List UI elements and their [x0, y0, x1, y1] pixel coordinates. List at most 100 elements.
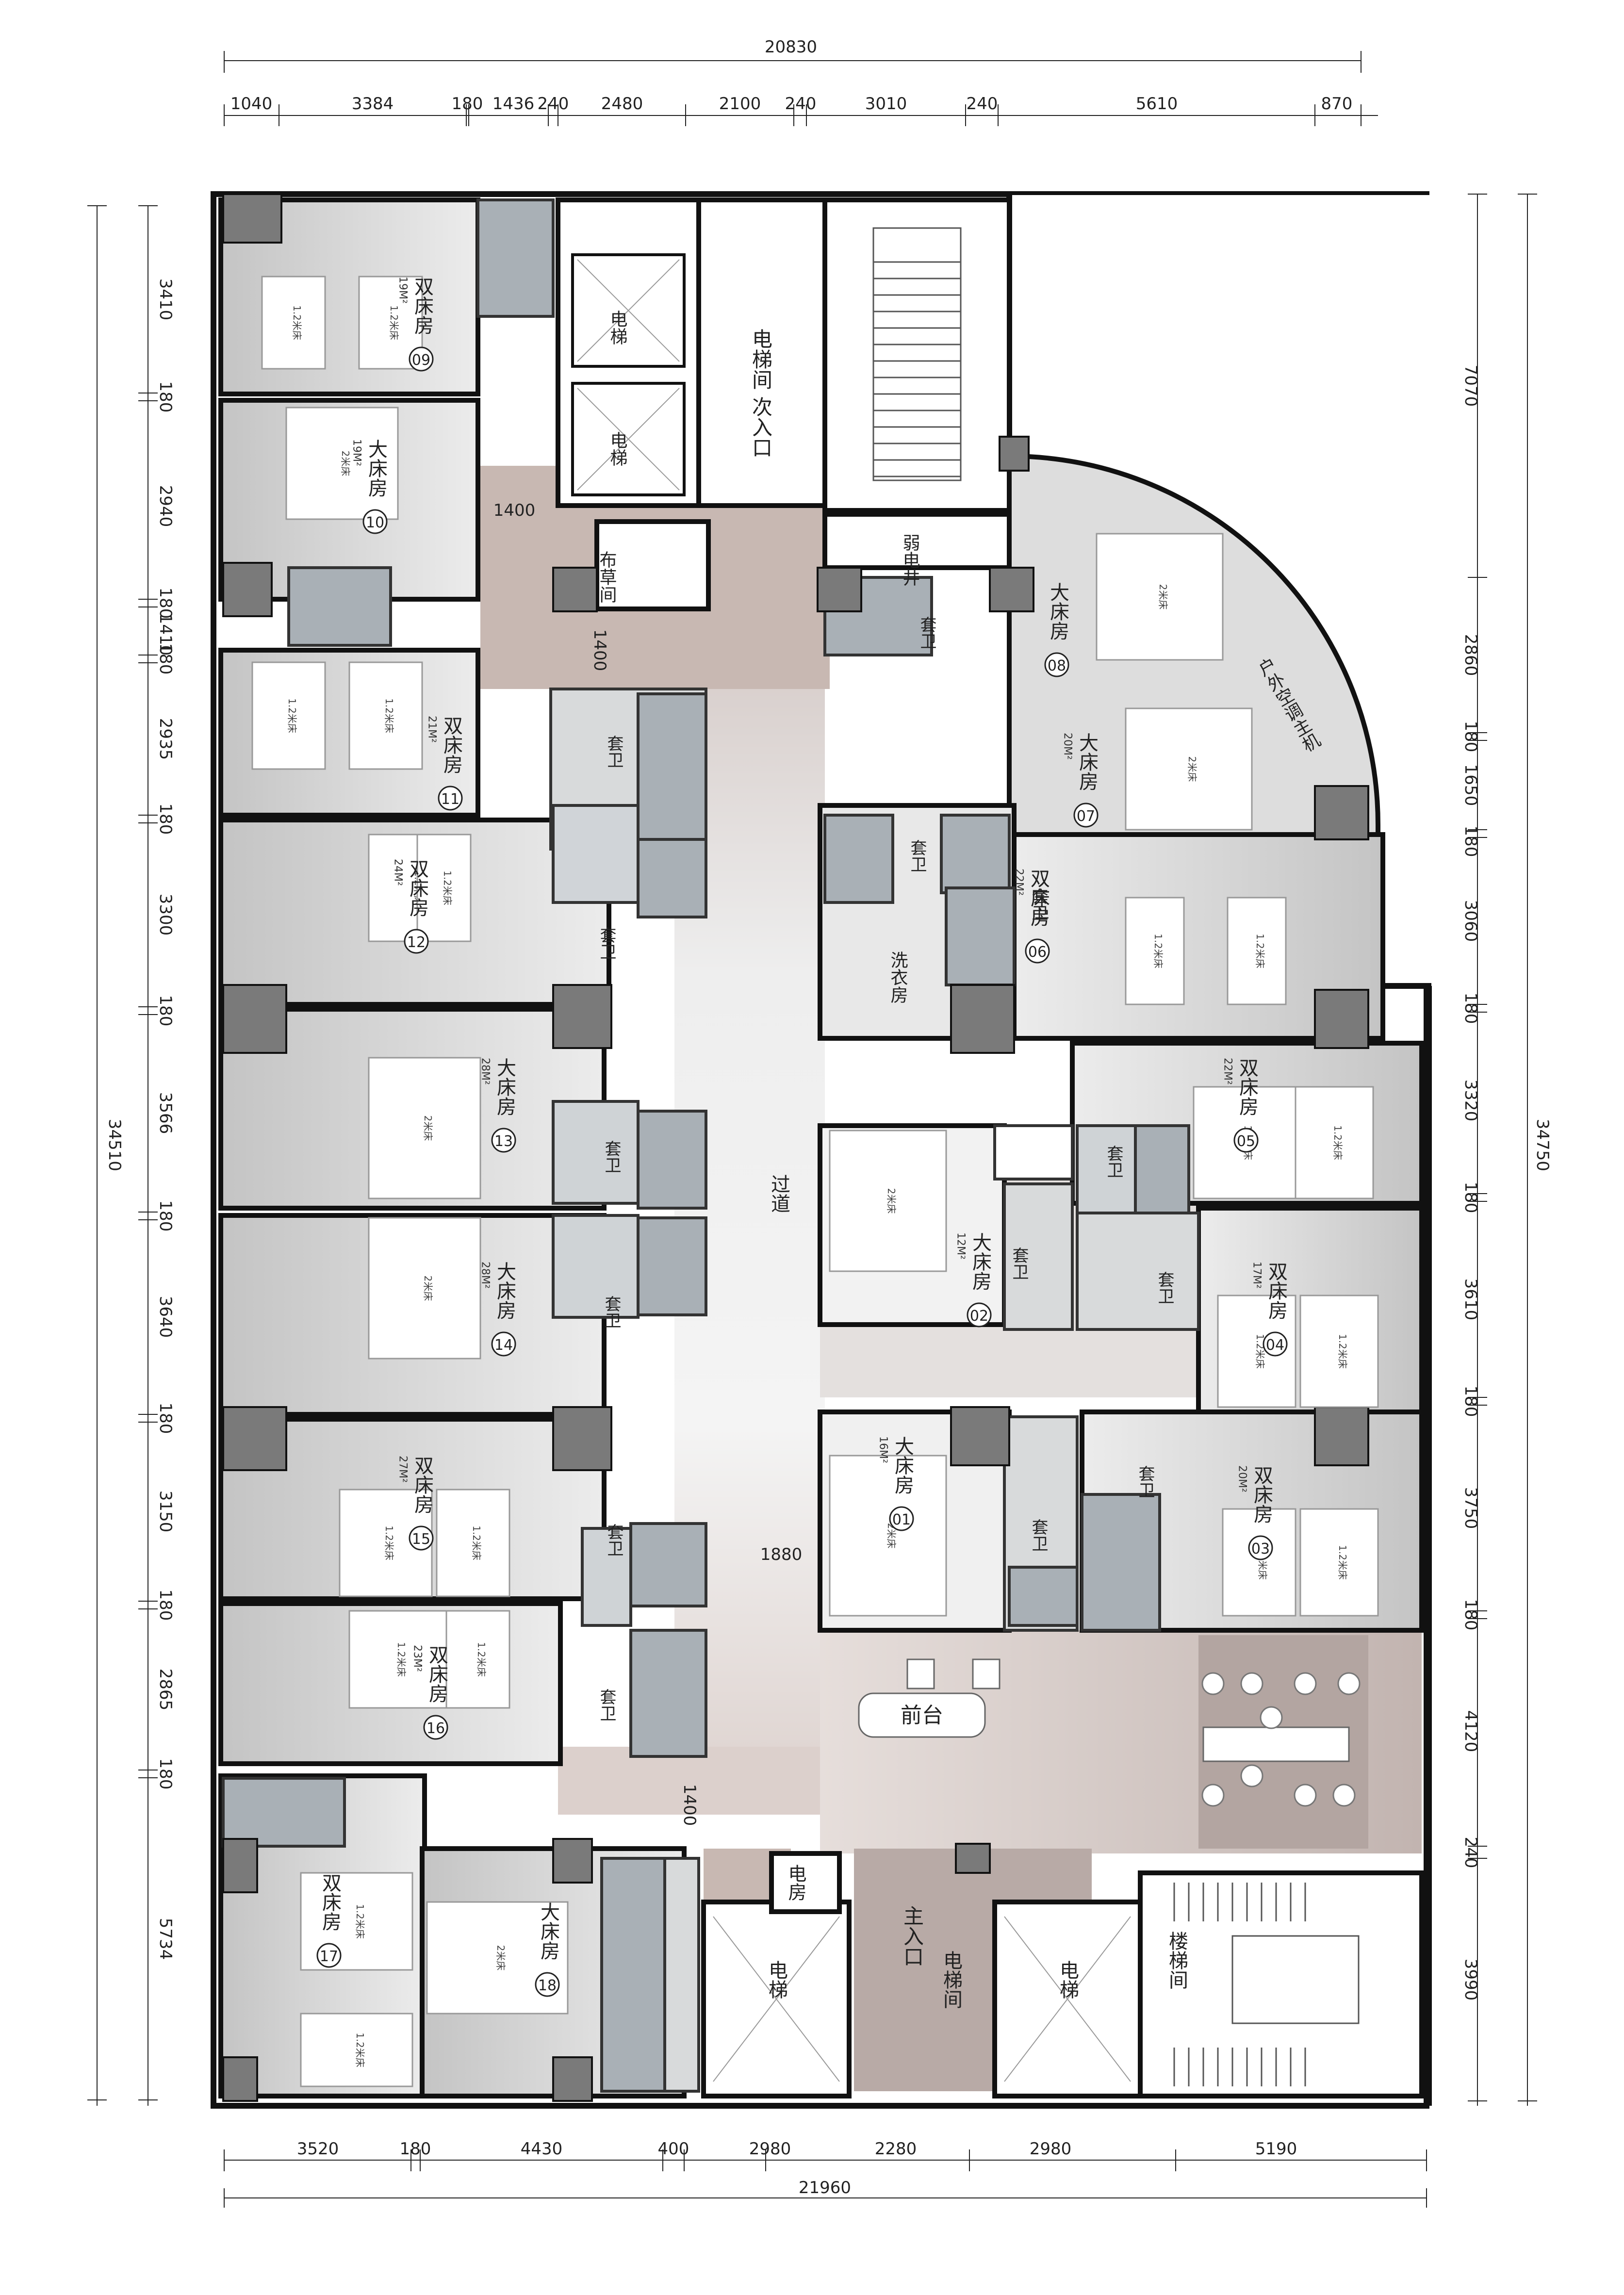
bath-label-8: 套卫 [1029, 888, 1048, 921]
dim-bottom-0: 3520 [297, 2139, 339, 2159]
bed-05b [1295, 1086, 1374, 1199]
dim-right-0: 7070 [1461, 365, 1480, 407]
linen-room-label: 布草间 [597, 551, 617, 603]
lounge-stools [1201, 1672, 1361, 1807]
dim-top-10: 5610 [1136, 94, 1178, 114]
bed-10-label: 2米床 [340, 451, 351, 476]
elevator-hall-label: 电梯间 [749, 328, 773, 390]
bed-15b-label: 1.2米床 [471, 1525, 482, 1560]
bath-label-1: 套卫 [597, 927, 616, 960]
bed-02 [829, 1130, 947, 1272]
room-num-circle-r09 [409, 346, 434, 372]
room-num-circle-r04 [1263, 1331, 1288, 1357]
dim-right-3: 1650 [1461, 764, 1480, 806]
room-name-r08: 大床房 [1047, 582, 1069, 640]
room-name-r02: 大床房 [969, 1232, 991, 1291]
dim-top-3: 1436 [492, 94, 535, 114]
bed-16a-label: 1.2米床 [395, 1642, 407, 1677]
bed-09b-label: 1.2米床 [388, 305, 400, 340]
room-num-circle-r17 [316, 1943, 342, 1968]
dim-top-11: 870 [1321, 94, 1353, 114]
bed-13-label: 2米床 [422, 1115, 434, 1141]
elevator-label-2: 电梯 [607, 431, 627, 466]
bath-label-11: 套卫 [1155, 1271, 1174, 1304]
dim-left-5: 180 [156, 643, 175, 675]
dim-right-9: 3610 [1461, 1279, 1480, 1321]
stair-treads [872, 227, 1360, 2086]
room-num-circle-r18 [535, 1972, 560, 1997]
dim-top-4: 240 [538, 94, 569, 114]
bed-09a [261, 276, 326, 370]
weak-shaft-label: 弱电井 [900, 534, 920, 586]
dim-left-7: 180 [156, 803, 175, 835]
room-name-r01: 大床房 [891, 1436, 914, 1494]
dim-right-1: 2860 [1461, 634, 1480, 676]
bed-03b-label: 1.2米床 [1337, 1545, 1348, 1580]
dim-bottom-1: 180 [400, 2139, 431, 2159]
weak-shaft [822, 512, 1012, 570]
dim-right-15: 3990 [1461, 1959, 1480, 2001]
dim-top-1: 3384 [352, 94, 394, 114]
room-num-circle-r10 [362, 509, 388, 534]
bed-06b [1227, 897, 1287, 1005]
room-num-circle-r13 [491, 1128, 516, 1153]
dim-right-10: 180 [1461, 1386, 1480, 1417]
dim-left-15: 180 [156, 1590, 175, 1621]
dim-left-18: 5734 [156, 1918, 175, 1960]
elevator-label-3: 电梯 [765, 1960, 787, 1999]
room-area-r13: 28M² [479, 1058, 492, 1085]
room-area-r10: 19M² [351, 439, 363, 466]
dimension-ticks [87, 51, 1537, 2208]
room-area-r03: 20M² [1236, 1465, 1248, 1492]
dim-right-4: 180 [1461, 826, 1480, 857]
dim-left-6: 2935 [156, 718, 175, 760]
room-name-r15: 双床房 [411, 1456, 433, 1514]
room-name-r12: 双床房 [406, 859, 428, 917]
room-name-r13: 大床房 [493, 1058, 516, 1116]
bed-07 [1125, 707, 1253, 831]
room-num-r02: 02 [970, 1308, 988, 1325]
dim-bottom-2: 4430 [521, 2139, 563, 2159]
room-labels: 双床房0919M²大床房1019M²双床房1121M²双床房1224M²大床房1… [316, 277, 1288, 1997]
dim-inner-1: 1400 [590, 629, 609, 672]
elevator-label-4: 电梯 [1056, 1960, 1079, 1999]
dim-left-0: 3410 [156, 279, 175, 321]
bed-10 [285, 407, 399, 520]
room-area-r06: 22M² [1013, 869, 1025, 896]
dim-inner-0: 1400 [493, 501, 536, 520]
bed-15a-label: 1.2米床 [383, 1525, 395, 1560]
room-num-r09: 09 [412, 352, 430, 369]
room-num-circle-r06 [1025, 938, 1050, 964]
room-num-r16: 16 [427, 1720, 445, 1737]
bed-17b-label: 1.2米床 [354, 2033, 366, 2067]
room-num-r15: 15 [412, 1531, 430, 1548]
bath-label-2: 套卫 [602, 1140, 621, 1173]
bed-17b [300, 2013, 413, 2087]
dim-top-7: 240 [785, 94, 817, 114]
bath-label-12: 套卫 [1135, 1465, 1155, 1498]
room-num-r06: 06 [1028, 944, 1047, 961]
room-area-r04: 17M² [1251, 1262, 1263, 1289]
bed-11b [348, 661, 423, 770]
room-num-circle-r15 [409, 1525, 434, 1551]
structural-columns [222, 193, 1369, 2102]
room-area-r09: 19M² [397, 277, 409, 304]
bed-09a-label: 1.2米床 [291, 305, 303, 340]
dim-left-1: 180 [156, 381, 175, 413]
bed-16b [445, 1610, 510, 1709]
room-num-circle-r05 [1233, 1128, 1259, 1153]
bath-label-0: 套卫 [604, 735, 623, 768]
room-num-r08: 08 [1048, 657, 1066, 674]
room-area-r07: 20M² [1062, 733, 1074, 760]
dim-right-8: 180 [1461, 1182, 1480, 1213]
room-num-r17: 17 [320, 1948, 338, 1965]
bed-03b [1299, 1508, 1379, 1617]
room-num-r14: 14 [494, 1337, 513, 1354]
